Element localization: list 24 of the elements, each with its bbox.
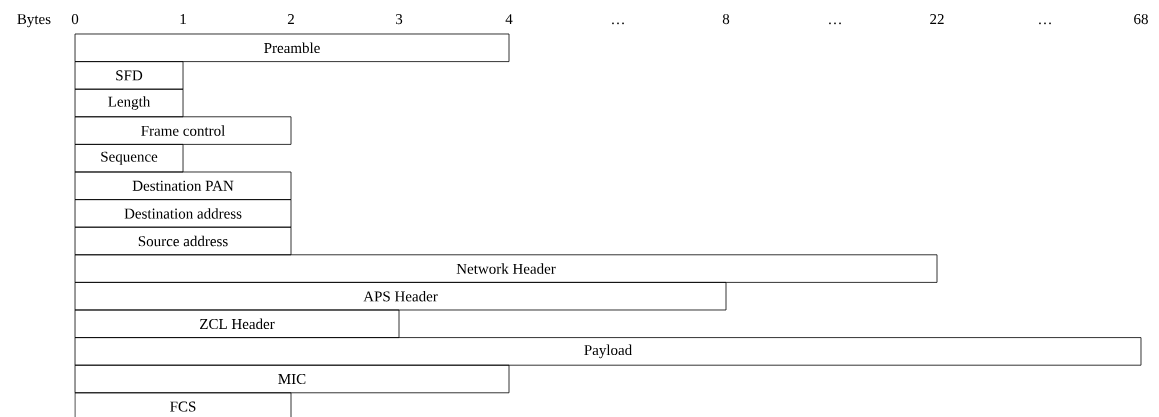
tick-label: 8 bbox=[722, 14, 730, 25]
axis-title: Bytes bbox=[17, 14, 51, 28]
field-box: Destination PAN bbox=[74, 171, 292, 200]
field-box: Destination address bbox=[74, 199, 292, 228]
field-box: Payload bbox=[74, 337, 1142, 366]
field-box: APS Header bbox=[74, 282, 727, 311]
field-box: SFD bbox=[74, 61, 184, 90]
tick-label: … bbox=[1039, 22, 1051, 25]
field-box: Length bbox=[74, 88, 184, 118]
field-box: Frame control bbox=[74, 116, 292, 145]
tick-label: 1 bbox=[180, 14, 186, 24]
field-box: Sequence bbox=[74, 144, 184, 173]
field-box: MIC bbox=[74, 364, 510, 394]
tick-label: 4 bbox=[505, 14, 513, 24]
field-box: Network Header bbox=[74, 254, 938, 283]
tick-label: 68 bbox=[1134, 14, 1148, 25]
field-box: Source address bbox=[74, 226, 292, 256]
tick-label: 22 bbox=[930, 14, 944, 24]
tick-label: … bbox=[612, 22, 624, 25]
tick-label: … bbox=[829, 22, 841, 25]
field-box: Preamble bbox=[74, 33, 510, 62]
tick-label: 0 bbox=[71, 14, 79, 25]
field-box: FCS bbox=[74, 392, 292, 417]
field-box: ZCL Header bbox=[74, 309, 400, 338]
